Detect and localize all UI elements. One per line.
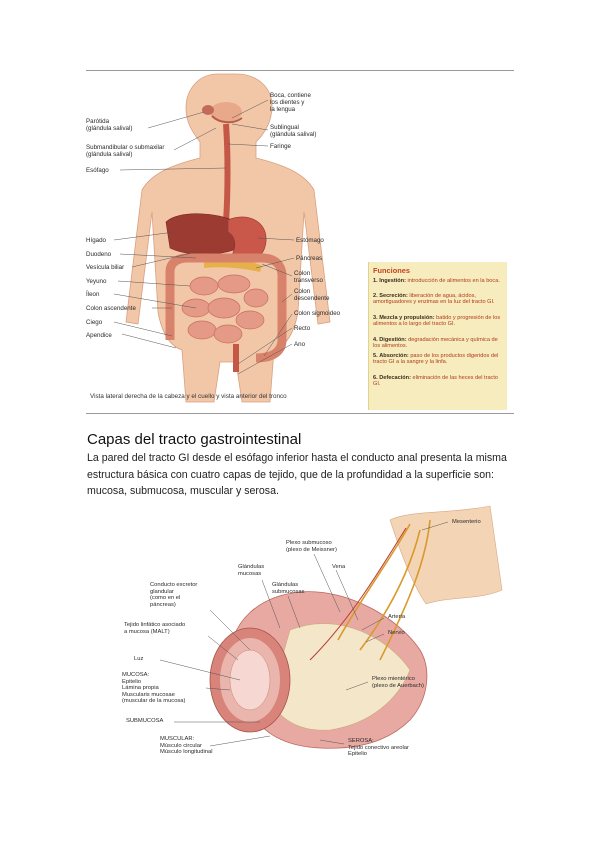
section-paragraph: La pared del tracto GI desde el esófago … <box>87 452 507 497</box>
label-pancreas: Páncreas <box>296 255 323 262</box>
gi-layers-illustration <box>159 505 503 749</box>
label-ileon: Íleon <box>86 291 100 298</box>
section-heading: Capas del tracto gastrointestinal <box>87 431 302 448</box>
label-colon-ascendente: Colon ascendente <box>86 305 136 312</box>
label-glandulas-mucosas: Glándulas mucosas <box>238 564 265 577</box>
label-estomago: Estómago <box>296 237 324 244</box>
label-plexo-submucoso: Plexo submucoso (plexo de Meissner) <box>286 540 337 553</box>
label-submandibular: Submandibular o submaxilar (glándula sal… <box>86 144 165 158</box>
function-item: 1. Ingestión: introducción de alimentos … <box>373 278 500 284</box>
label-nervio: Nervio <box>388 630 405 636</box>
label-muscular: MUSCULAR: Músculo circular Músculo longi… <box>160 736 213 756</box>
label-colon-descendente: Colon descendente <box>294 288 330 302</box>
label-ciego: Ciego <box>86 319 103 326</box>
functions-title: Funciones <box>373 266 410 275</box>
functions-box: Funciones 1. Ingestión: introducción de … <box>368 262 507 410</box>
label-duodeno: Duodeno <box>86 251 112 258</box>
function-item: 2. Secreción: liberación de agua, ácidos… <box>373 293 495 306</box>
label-submucosa: SUBMUCOSA <box>126 718 164 724</box>
gi-layers-figure: Mesenterio Plexo submucoso (plexo de Mei… <box>110 500 510 770</box>
label-conducto-excretor: Conducto excretor glandular (como en el … <box>150 582 198 608</box>
function-item: 4. Digestión: degradación mecánica y quí… <box>373 337 498 350</box>
label-boca: Boca, contiene los dientes y la lengua <box>270 92 311 113</box>
label-faringe: Faringe <box>270 143 291 150</box>
function-item: 6. Defecación: eliminación de las heces … <box>373 375 499 388</box>
digestive-system-illustration <box>113 73 331 403</box>
label-apendice: Apendice <box>86 332 112 339</box>
label-ano: Ano <box>294 341 306 348</box>
label-colon-sigmoideo: Colon sigmoideo <box>294 310 341 317</box>
figure-caption: Vista lateral derecha de la cabeza y el … <box>90 393 287 400</box>
label-serosa: SEROSA: Tejido conectivo areolar Epiteli… <box>348 738 409 758</box>
digestive-system-figure: Parótida (glándula salival) Submandibula… <box>86 72 514 412</box>
label-yeyuno: Yeyuno <box>86 278 107 285</box>
label-sublingual: Sublingual (glándula salival) <box>270 124 317 138</box>
function-item: 5. Absorción: paso de los productos dige… <box>373 353 499 366</box>
label-mucosa: MUCOSA: Epitelio Lámina propia Musculari… <box>122 672 186 705</box>
label-higado: Hígado <box>86 237 106 244</box>
label-luz: Luz <box>134 656 144 662</box>
label-vena: Vena <box>332 564 346 570</box>
label-glandulas-submucosas: Glándulas submucosas <box>272 582 305 595</box>
label-tejido-linfatico: Tejido linfático asociado a mucosa (MALT… <box>124 622 186 635</box>
function-item: 3. Mezcla y propulsión: batido y progres… <box>373 315 501 328</box>
top-rule <box>86 70 514 71</box>
label-colon-transverso: Colon transverso <box>294 270 323 284</box>
label-mesenterio: Mesenterio <box>452 519 481 525</box>
label-arteria: Arteria <box>388 614 406 620</box>
label-recto: Recto <box>294 325 311 332</box>
figure-rule <box>86 413 514 414</box>
label-plexo-mienterico: Plexo mientérico (plexo de Auerbach) <box>372 676 424 689</box>
label-esofago: Esófago <box>86 167 109 174</box>
label-parotida: Parótida (glándula salival) <box>86 118 133 132</box>
label-vesicula: Vesícula biliar <box>86 264 125 271</box>
